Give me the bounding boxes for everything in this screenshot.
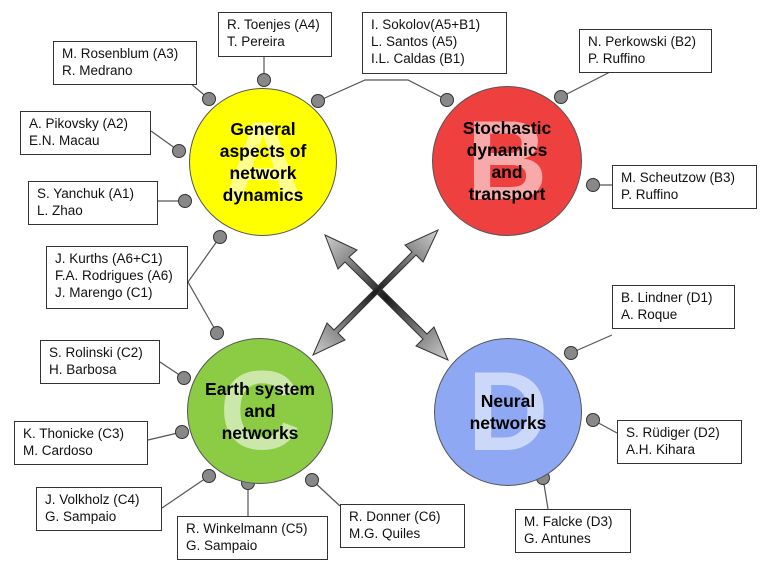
group-box-b3: M. Scheutzow (B3) P. Ruffino	[612, 165, 757, 209]
group-box-a6c1: J. Kurths (A6+C1) F.A. Rodrigues (A6) J.…	[46, 246, 188, 309]
group-line: S. Rüdiger (D2)	[626, 425, 720, 440]
group-line: S. Rolinski (C2)	[49, 345, 143, 360]
group-box-a2: A. Pikovsky (A2) E.N. Macau	[20, 111, 151, 155]
node-b1	[440, 93, 454, 107]
hub-d: D Neural networks	[434, 338, 582, 486]
group-box-c4: J. Volkholz (C4) G. Sampaio	[36, 487, 162, 531]
connector-a6c1	[187, 236, 221, 334]
node-a1	[178, 194, 192, 208]
hub-b-letter: B	[466, 98, 548, 223]
group-box-a5b1: I. Sokolov(A5+B1) L. Santos (A5) I.L. Ca…	[362, 12, 507, 74]
group-box-c2: S. Rolinski (C2) H. Barbosa	[40, 340, 160, 384]
node-b3	[586, 178, 600, 192]
group-line: I.L. Caldas (B1)	[371, 51, 465, 66]
node-d2	[586, 413, 600, 427]
group-line: H. Barbosa	[49, 362, 117, 377]
hub-c-letter: C	[219, 348, 301, 473]
group-line: N. Perkowski (B2)	[588, 34, 697, 49]
hub-d-letter: D	[467, 349, 549, 474]
hub-c: C Earth system and networks	[187, 338, 333, 484]
hub-a-letter: A	[222, 99, 304, 224]
group-line: P. Ruffino	[588, 51, 646, 66]
group-line: A. Pikovsky (A2)	[29, 116, 129, 131]
connector-c4	[161, 475, 210, 509]
group-line: J. Marengo (C1)	[55, 285, 153, 300]
node-c1	[210, 326, 224, 340]
hub-b: B Stochastic dynamics and transport	[432, 86, 582, 236]
hub-b-title: Stochastic dynamics and transport	[462, 118, 552, 204]
group-line: B. Lindner (D1)	[621, 290, 713, 305]
group-line: M. Falcke (D3)	[524, 514, 613, 529]
group-line: L. Zhao	[37, 203, 83, 218]
group-line: G. Sampaio	[45, 509, 117, 524]
group-line: R. Medrano	[62, 63, 133, 78]
hub-c-title: Earth system and networks	[205, 379, 315, 443]
group-line: R. Toenjes (A4)	[227, 17, 320, 32]
group-line: S. Yanchuk (A1)	[37, 186, 135, 201]
group-line: R. Donner (C6)	[349, 509, 441, 524]
group-line: P. Ruffino	[621, 187, 679, 202]
group-box-a3: M. Rosenblum (A3) R. Medrano	[53, 41, 197, 85]
node-a5	[311, 94, 325, 108]
group-line: I. Sokolov(A5+B1)	[371, 17, 481, 32]
node-c2	[177, 371, 191, 385]
node-b2	[554, 90, 568, 104]
group-line: K. Thonicke (C3)	[23, 426, 125, 441]
group-box-d3: M. Falcke (D3) G. Antunes	[515, 509, 631, 553]
group-box-c3: K. Thonicke (C3) M. Cardoso	[14, 421, 148, 465]
node-c4	[202, 469, 216, 483]
group-line: A. Roque	[621, 307, 678, 322]
connector-d1	[570, 334, 613, 354]
node-d1	[564, 346, 578, 360]
node-a6	[213, 230, 227, 244]
group-box-b2: N. Perkowski (B2) P. Ruffino	[579, 29, 712, 73]
connector-b2	[560, 70, 613, 98]
group-line: F.A. Rodrigues (A6)	[55, 268, 173, 283]
group-line: R. Winkelmann (C5)	[186, 521, 308, 536]
group-line: J. Volkholz (C4)	[45, 492, 140, 507]
group-box-c5: R. Winkelmann (C5) G. Sampaio	[177, 516, 328, 560]
node-c6	[305, 473, 319, 487]
group-box-a1: S. Yanchuk (A1) L. Zhao	[28, 181, 158, 225]
group-line: G. Antunes	[524, 531, 591, 546]
group-line: M. Cardoso	[23, 443, 93, 458]
group-box-d1: B. Lindner (D1) A. Roque	[612, 285, 735, 329]
group-line: G. Sampaio	[186, 538, 258, 553]
group-line: M. Scheutzow (B3)	[621, 170, 736, 185]
group-box-d2: S. Rüdiger (D2) A.H. Kihara	[617, 420, 742, 464]
group-line: M.G. Quiles	[349, 526, 421, 541]
node-a2	[172, 144, 186, 158]
node-a3	[202, 92, 216, 106]
group-line: T. Pereira	[227, 34, 285, 49]
node-a4	[257, 73, 271, 87]
group-line: J. Kurths (A6+C1)	[55, 251, 163, 266]
group-line: L. Santos (A5)	[371, 34, 458, 49]
group-line: M. Rosenblum (A3)	[62, 46, 179, 61]
group-box-c6: R. Donner (C6) M.G. Quiles	[340, 504, 465, 548]
hub-a: A General aspects of network dynamics	[189, 88, 337, 236]
hub-d-title: Neural networks	[469, 391, 547, 433]
group-box-a4: R. Toenjes (A4) T. Pereira	[218, 12, 332, 57]
group-line: E.N. Macau	[29, 133, 100, 148]
node-c3	[175, 425, 189, 439]
cross-arrows-icon	[312, 228, 449, 361]
hub-a-title: General aspects of network dynamics	[219, 119, 307, 205]
group-line: A.H. Kihara	[626, 442, 696, 457]
connector-a5b1	[317, 79, 448, 102]
